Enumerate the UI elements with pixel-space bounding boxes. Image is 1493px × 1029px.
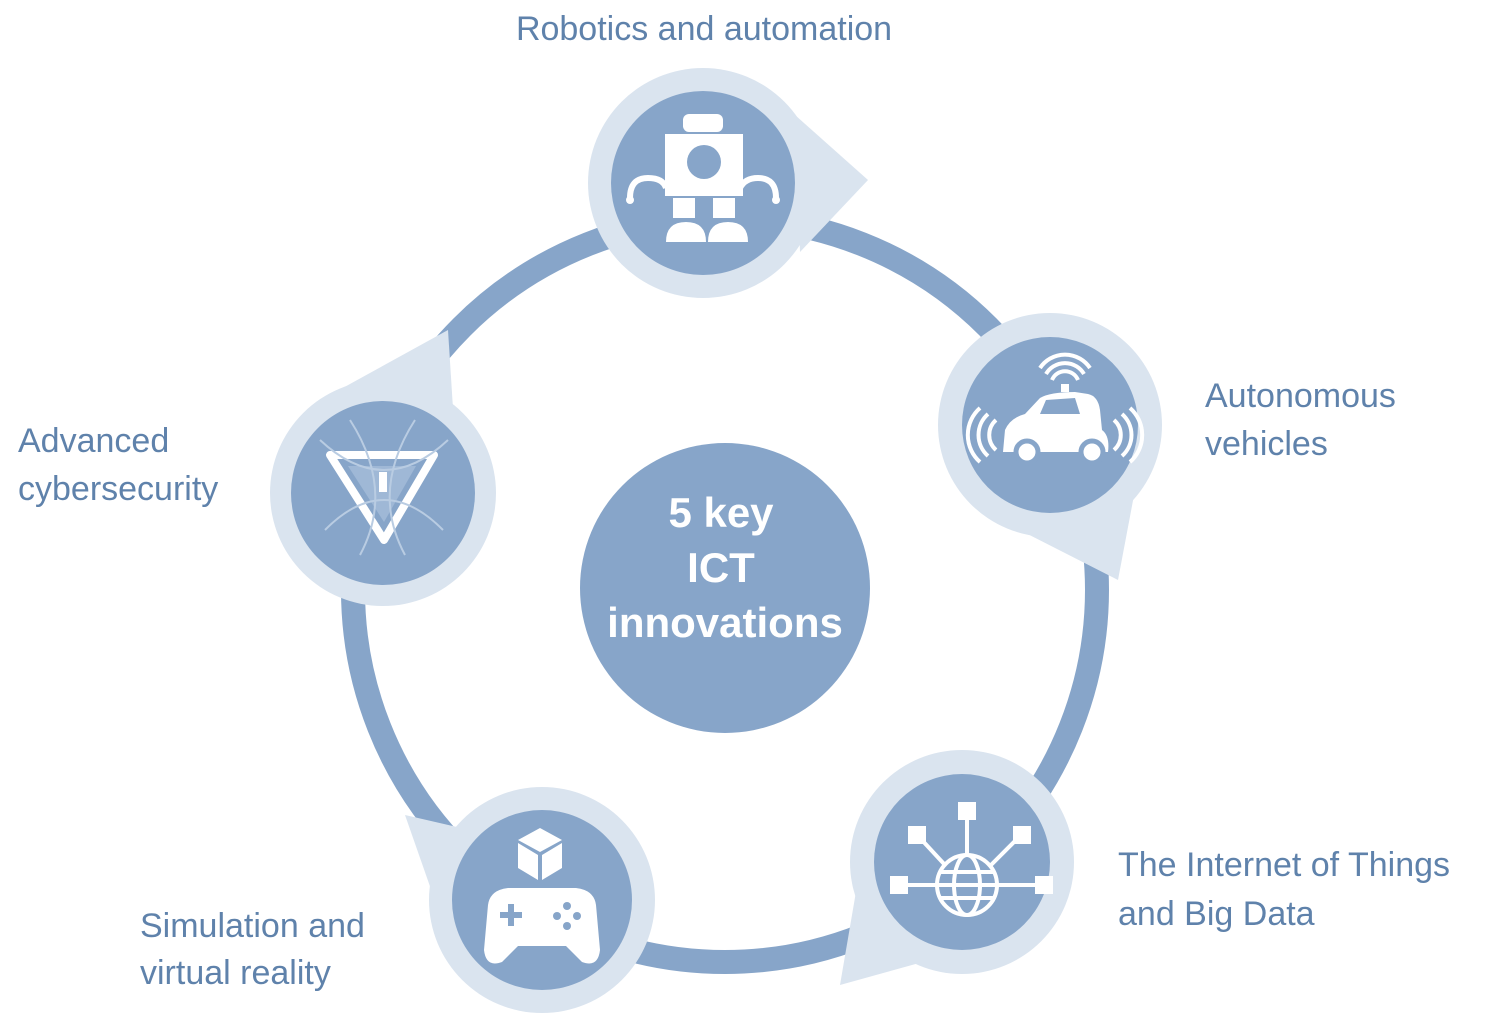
car-icon [965,352,1145,466]
node-robotics: Robotics and automation [516,10,892,275]
vehicles-label-line2: vehicles [1205,425,1328,463]
center-title-line1: 5 key [668,489,774,536]
robot-icon [626,114,780,242]
node-cybersecurity: Advanced cybersecurity [18,401,475,585]
robotics-label: Robotics and automation [516,10,892,48]
simulation-label-line2: virtual reality [140,954,331,992]
shield-icon [319,419,449,556]
network-globe-icon [890,802,1053,917]
simulation-label-line1: Simulation and [140,907,365,945]
gamepad-icon [484,828,600,964]
center-title-line3: innovations [607,599,843,646]
iot-label-line1: The Internet of Things [1118,846,1450,884]
center-hub: 5 key ICT innovations [580,443,870,733]
center-title-line2: ICT [687,544,755,591]
cybersecurity-label-line1: Advanced [18,422,169,460]
node-simulation: Simulation and virtual reality [140,810,632,992]
node-iot: The Internet of Things and Big Data [874,774,1450,950]
iot-label-line2: and Big Data [1118,895,1315,933]
vehicles-label-line1: Autonomous [1205,377,1396,415]
node-vehicles: Autonomous vehicles [962,337,1396,513]
cybersecurity-label-line2: cybersecurity [18,470,218,508]
